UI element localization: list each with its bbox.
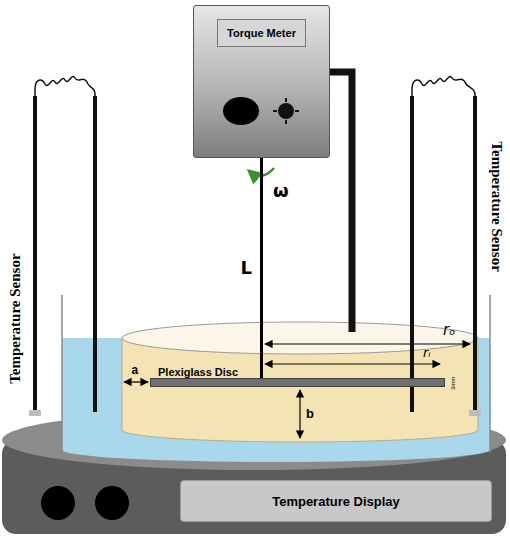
sensor-label: Temperature Sensor <box>7 253 24 383</box>
outer-radius-label: rₒ <box>443 322 455 339</box>
dial-tick <box>295 110 299 112</box>
support-arm <box>330 72 352 332</box>
meter-dial <box>278 103 294 119</box>
gap-a-arrow <box>124 381 148 382</box>
control-button <box>95 486 129 520</box>
water-bath <box>62 338 490 450</box>
outer-radius-line <box>265 343 470 344</box>
angular-velocity-symbol: ω <box>273 181 289 202</box>
inner-radius-label: rᵢ <box>423 346 431 361</box>
dial-tick <box>285 120 287 124</box>
sensor-rod <box>93 96 97 412</box>
sensor-foot <box>469 410 481 416</box>
plexiglass-disc: Plexiglass Disc <box>150 378 445 387</box>
control-button <box>41 486 75 520</box>
shaft-length-symbol: L <box>241 258 252 279</box>
gap-b-arrow <box>299 390 300 438</box>
dial-tick <box>285 98 287 102</box>
display-label: Temperature Display <box>272 494 400 509</box>
sensor-rod <box>473 96 477 412</box>
beaker-wall <box>489 295 491 452</box>
thickness-label: 3mm <box>450 376 457 389</box>
meter-display-panel: Torque Meter <box>217 19 306 47</box>
temperature-display: Temperature Display <box>180 480 492 522</box>
disc-label: Plexiglass Disc <box>158 366 238 378</box>
sensor-rod <box>33 96 37 412</box>
sensor-rod <box>410 96 414 412</box>
drive-shaft <box>260 158 263 378</box>
dial-tick <box>273 110 277 112</box>
sensor-label: Temperature Sensor <box>488 141 505 271</box>
beaker-wall <box>61 295 63 452</box>
gap-a-label: a <box>132 364 139 378</box>
sensor-coil <box>412 76 475 98</box>
gap-b-label: b <box>306 407 314 422</box>
sensor-coil <box>35 76 95 98</box>
torque-meter-housing: Torque Meter <box>193 5 330 158</box>
meter-knob <box>223 97 259 125</box>
sensor-foot <box>29 410 41 416</box>
